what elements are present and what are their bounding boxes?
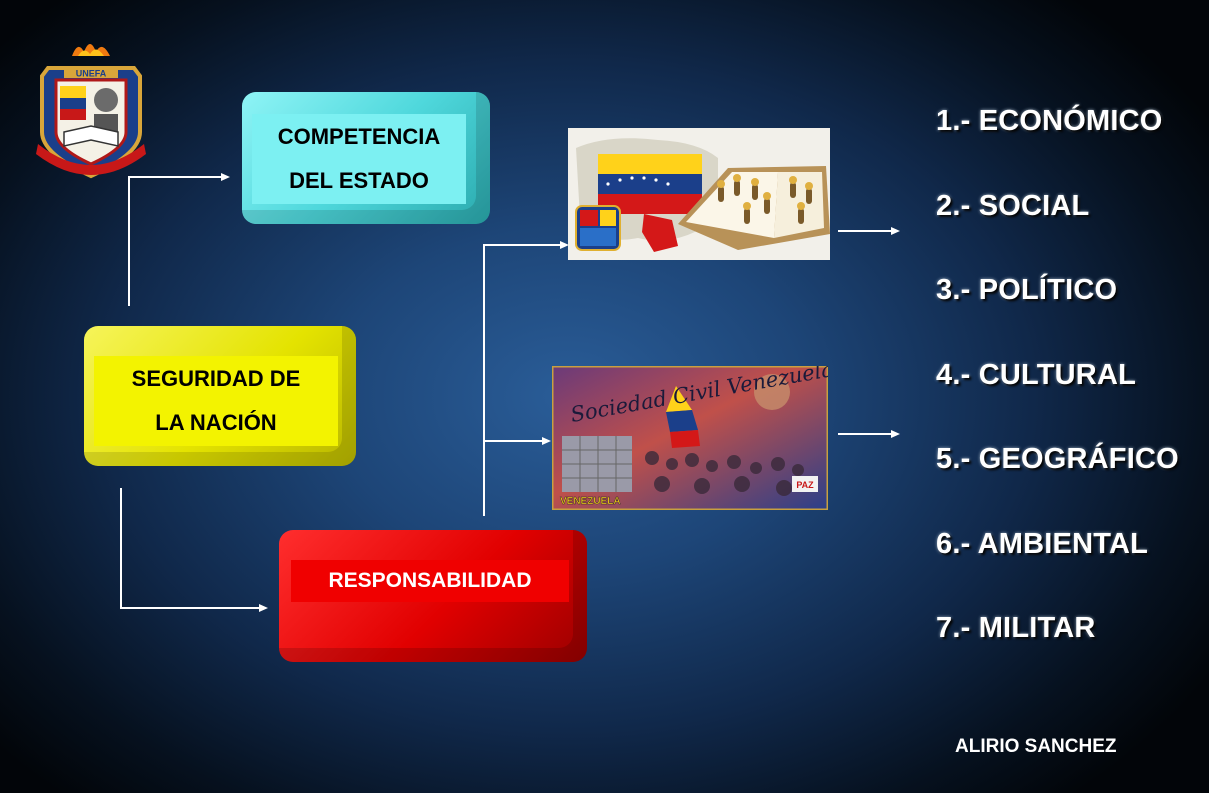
connector-to-competencia xyxy=(128,176,222,178)
factor-geografico: 5.- GEOGRÁFICO xyxy=(936,443,1179,475)
seguridad-box-label: SEGURIDAD DE LA NACIÓN xyxy=(94,356,338,446)
emblem-acronym: UNEFA xyxy=(76,69,107,79)
connector-to-responsabilidad xyxy=(120,607,260,609)
responsabilidad-box: RESPONSABILIDAD xyxy=(279,530,587,662)
responsabilidad-label: RESPONSABILIDAD xyxy=(328,569,532,592)
seguridad-line1: SEGURIDAD DE xyxy=(131,366,301,391)
arrow-to-map-image xyxy=(560,241,569,249)
factor-militar: 7.- MILITAR xyxy=(936,612,1096,644)
venezuela-map-book-image xyxy=(568,128,830,260)
connector-seguridad-up xyxy=(128,176,130,306)
unefa-emblem-logo: UNEFA xyxy=(36,44,146,179)
factor-politico: 3.- POLÍTICO xyxy=(936,274,1118,306)
connector-map-to-factors xyxy=(838,230,892,232)
venezuela-corner-text: VENEZUELA xyxy=(560,496,621,507)
seguridad-de-la-nacion-box: SEGURIDAD DE LA NACIÓN xyxy=(84,326,356,466)
competencia-box-label: COMPETENCIA DEL ESTADO xyxy=(252,114,466,204)
paz-sign-text: PAZ xyxy=(796,480,814,490)
factor-cultural: 4.- CULTURAL xyxy=(936,358,1137,391)
author-name: ALIRIO SANCHEZ xyxy=(955,736,1117,757)
arrow-to-society-image xyxy=(542,437,551,445)
competencia-line1: COMPETENCIA xyxy=(277,124,441,149)
connector-responsabilidad-up xyxy=(483,244,485,516)
connector-society-to-factors xyxy=(838,433,892,435)
factor-social: 2.- SOCIAL xyxy=(936,189,1090,222)
arrow-map-to-factors xyxy=(891,227,900,235)
factor-list: 1.- ECONÓMICO 2.- SOCIAL 3.- POLÍTICO 4.… xyxy=(936,100,1179,692)
arrow-to-responsabilidad xyxy=(259,604,268,612)
arrow-society-to-factors xyxy=(891,430,900,438)
arrow-to-competencia xyxy=(221,173,230,181)
responsabilidad-box-label: RESPONSABILIDAD xyxy=(291,560,569,602)
seguridad-line2: LA NACIÓN xyxy=(155,410,277,435)
connector-to-society-image xyxy=(483,440,543,442)
connector-seguridad-down xyxy=(120,488,122,609)
sociedad-civil-venezuela-image: PAZ Sociedad Civil Venezuela VENEZUELA xyxy=(552,366,828,510)
connector-to-map-image xyxy=(483,244,561,246)
competencia-line2: DEL ESTADO xyxy=(289,168,429,193)
factor-economico: 1.- ECONÓMICO xyxy=(936,105,1163,137)
factor-ambiental: 6.- AMBIENTAL xyxy=(936,527,1149,560)
competencia-del-estado-box: COMPETENCIA DEL ESTADO xyxy=(242,92,490,224)
